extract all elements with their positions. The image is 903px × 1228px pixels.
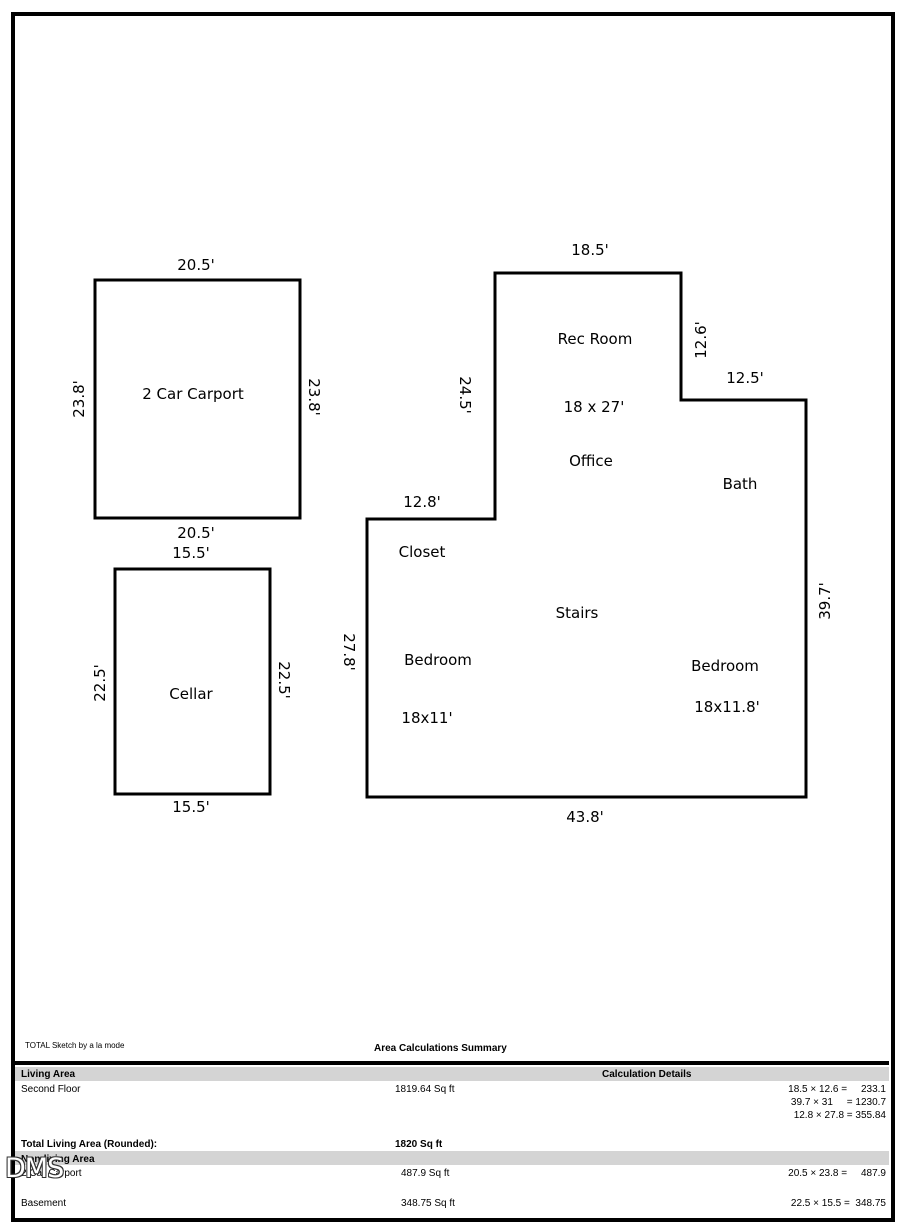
main-notch-horizontal-dim: 12.5' xyxy=(726,369,764,387)
cellar-top-dim: 15.5' xyxy=(172,544,210,562)
living-area-header: Living Area xyxy=(21,1069,76,1080)
total-living-area-label: Total Living Area (Rounded): xyxy=(21,1139,158,1150)
bedroom-left-size: 18x11' xyxy=(401,709,452,727)
floor-plan: 20.5' 20.5' 23.8' 23.8' 2 Car Carport 15… xyxy=(70,241,834,826)
calculation-details-header: Calculation Details xyxy=(602,1069,692,1080)
living-area-header-band xyxy=(15,1067,889,1081)
bedroom-right-label: Bedroom xyxy=(691,657,759,675)
main-left-dim: 27.8' xyxy=(340,633,358,671)
carport-label: 2 Car Carport xyxy=(142,385,244,403)
main-right-dim: 39.7' xyxy=(816,582,834,620)
bedroom-left-label: Bedroom xyxy=(404,651,472,669)
carport-top-dim: 20.5' xyxy=(177,256,215,274)
cellar-bottom-dim: 15.5' xyxy=(172,798,210,816)
rec-room-size: 18 x 27' xyxy=(564,398,625,416)
stairs-label: Stairs xyxy=(556,604,599,622)
sketch-frame xyxy=(11,12,895,1222)
carport-left-dim: 23.8' xyxy=(70,380,88,418)
carport-bottom-dim: 20.5' xyxy=(177,524,215,542)
main-bottom-dim: 43.8' xyxy=(566,808,604,826)
second-floor-calc-2: 39.7 × 31 = 1230.7 xyxy=(790,1097,886,1108)
total-living-area-value: 1820 Sq ft xyxy=(395,1139,443,1150)
area-summary-title: Area Calculations Summary xyxy=(374,1043,507,1054)
carport-row-area: 487.9 Sq ft xyxy=(401,1168,450,1179)
main-top-dim: 18.5' xyxy=(571,241,609,259)
bedroom-right-size: 18x11.8' xyxy=(694,698,760,716)
second-floor-area: 1819.64 Sq ft xyxy=(395,1084,455,1095)
main-ledge-dim: 12.8' xyxy=(403,493,441,511)
carport-outline xyxy=(93,278,302,520)
office-label: Office xyxy=(569,452,613,470)
main-house-outline xyxy=(365,271,808,799)
carport-row-calc: 20.5 × 23.8 = 487.9 xyxy=(788,1168,886,1179)
carport-row-label: 2 Car Carport xyxy=(21,1168,82,1179)
second-floor-calc-1: 18.5 × 12.6 = 233.1 xyxy=(788,1084,886,1095)
basement-row-area: 348.75 Sq ft xyxy=(401,1198,455,1209)
area-calculations-table: Living Area Calculation Details Second F… xyxy=(15,1061,889,1218)
cellar-outline xyxy=(113,567,272,796)
cellar-right-dim: 22.5' xyxy=(275,661,293,699)
sketch-credit: TOTAL Sketch by a la mode xyxy=(25,1041,125,1050)
closet-label: Closet xyxy=(399,543,446,561)
non-living-area-header: Non-living Area xyxy=(21,1154,95,1165)
basement-row-calc: 22.5 × 15.5 = 348.75 xyxy=(790,1198,886,1209)
basement-row-label: Basement xyxy=(21,1198,67,1209)
cellar-left-dim: 22.5' xyxy=(91,664,109,702)
non-living-area-header-band xyxy=(15,1151,889,1165)
carport-right-dim: 23.8' xyxy=(305,378,323,416)
bath-label: Bath xyxy=(723,475,758,493)
main-notch-vertical-dim: 12.6' xyxy=(692,321,710,359)
dms-watermark-logo: DMS xyxy=(5,1153,64,1184)
second-floor-calc-3: 12.8 × 27.8 = 355.84 xyxy=(793,1110,886,1121)
rec-room-label: Rec Room xyxy=(558,330,633,348)
cellar-label: Cellar xyxy=(169,685,213,703)
main-upper-left-dim: 24.5' xyxy=(456,376,474,414)
second-floor-label: Second Floor xyxy=(21,1084,81,1095)
